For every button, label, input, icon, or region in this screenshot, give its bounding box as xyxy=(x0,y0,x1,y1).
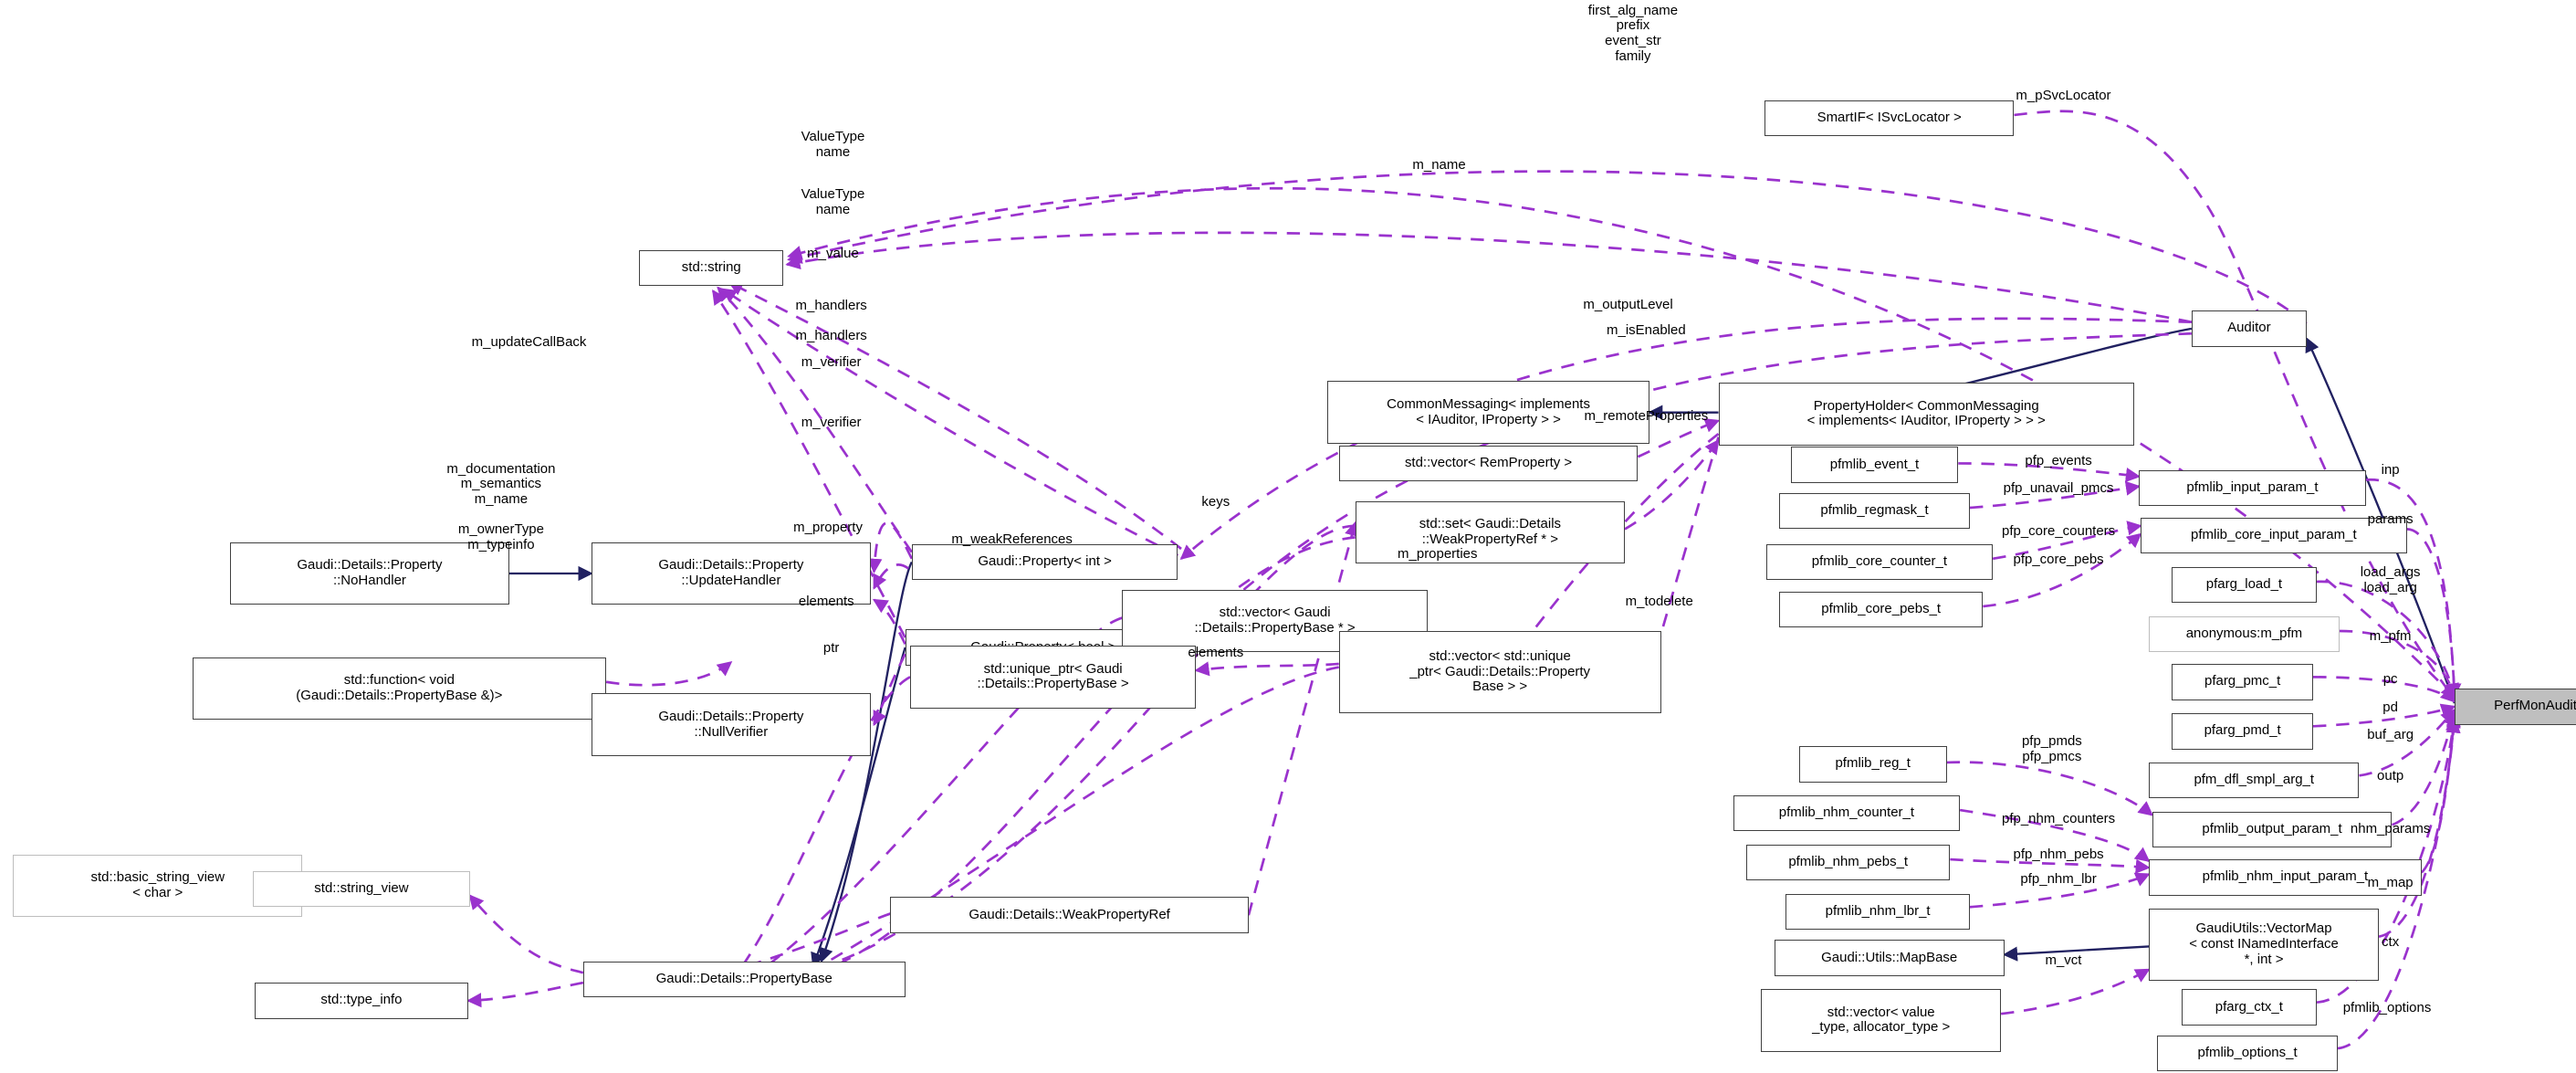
edge-label-valuetype-name-2: ValueType name xyxy=(801,186,865,217)
node-string-view[interactable]: std::string_view xyxy=(253,870,470,908)
node-mapbase[interactable]: Gaudi::Utils::MapBase xyxy=(1774,940,2005,976)
node-pfmlib-options-t[interactable]: pfmlib_options_t xyxy=(2157,1035,2339,1072)
edge-label-m-vct: m_vct xyxy=(2045,952,2082,968)
edge-label-buf-arg: buf_arg xyxy=(2367,727,2414,743)
node-pfmlib-nhm-counter-t[interactable]: pfmlib_nhm_counter_t xyxy=(1733,794,1961,832)
edge-label-m-isEnabled: m_isEnabled xyxy=(1607,322,1686,339)
node-auditor[interactable]: Auditor xyxy=(2191,310,2307,347)
node-commonmessaging[interactable]: CommonMessaging< implements < IAuditor, … xyxy=(1327,381,1649,444)
node-updatehandler[interactable]: Gaudi::Details::Property ::UpdateHandler xyxy=(591,542,871,605)
node-vector-remproperty[interactable]: std::vector< RemProperty > xyxy=(1338,445,1639,482)
edge-label-ptr: ptr xyxy=(822,639,840,656)
edge-label-pd: pd xyxy=(2382,699,2398,715)
edge-label-m-name: m_name xyxy=(1412,156,1466,173)
node-pfmlib-nhm-pebs-t[interactable]: pfmlib_nhm_pebs_t xyxy=(1746,844,1951,881)
edge-label-pfp-core-pebs: pfp_core_pebs xyxy=(2013,551,2104,567)
edge-label-pfp-nhm-lbr: pfp_nhm_lbr xyxy=(2020,871,2097,888)
edge-label-pfmlib-options: pfmlib_options xyxy=(2342,999,2432,1015)
node-perfmonauditor[interactable]: PerfMonAuditor xyxy=(2454,688,2576,725)
node-vector-unique-ptr[interactable]: std::vector< std::unique _ptr< Gaudi::De… xyxy=(1338,630,1661,713)
node-pfmlib-regmask-t[interactable]: pfmlib_regmask_t xyxy=(1779,492,1970,530)
edge-label-m-handlers-2: m_handlers xyxy=(795,327,867,343)
edge-label-m-updateCallBack: m_updateCallBack xyxy=(471,334,587,351)
node-pfmlib-nhm-lbr-t[interactable]: pfmlib_nhm_lbr_t xyxy=(1785,893,1970,931)
edge-label-m-verifier-2: m_verifier xyxy=(801,415,862,431)
edge-label-pc: pc xyxy=(2382,670,2398,687)
edge-label-inp: inp xyxy=(2381,462,2400,479)
node-unique-ptr-propertybase[interactable]: std::unique_ptr< Gaudi ::Details::Proper… xyxy=(910,646,1197,709)
node-set-weakpropertyref[interactable]: std::set< Gaudi::Details ::WeakPropertyR… xyxy=(1355,500,1625,564)
node-pfmlib-core-pebs-t[interactable]: pfmlib_core_pebs_t xyxy=(1779,591,1984,628)
edge-label-m-pSvcLocator: m_pSvcLocator xyxy=(2016,88,2111,104)
node-pfarg-ctx-t[interactable]: pfarg_ctx_t xyxy=(2182,989,2317,1026)
edge-label-pfp-pmds: pfp_pmds pfp_pmcs xyxy=(2021,733,2082,765)
node-pfmlib-reg-t[interactable]: pfmlib_reg_t xyxy=(1798,745,1947,783)
node-pfarg-pmc-t[interactable]: pfarg_pmc_t xyxy=(2172,663,2314,700)
node-property-int[interactable]: Gaudi::Property< int > xyxy=(911,543,1178,581)
edge-label-m-outputLevel: m_outputLevel xyxy=(1583,296,1673,312)
edge-label-ctx: ctx xyxy=(2382,933,2400,950)
node-pfmlib-core-counter-t[interactable]: pfmlib_core_counter_t xyxy=(1765,543,1994,581)
edge-label-m-verifier-1: m_verifier xyxy=(801,353,862,370)
node-pfmlib-event-t[interactable]: pfmlib_event_t xyxy=(1790,447,1959,483)
edge-label-pfp-nhm-counters: pfp_nhm_counters xyxy=(2002,810,2116,826)
node-vector-value-type[interactable]: std::vector< value _type, allocator_type… xyxy=(1761,989,2002,1052)
node-pfmlib-nhm-input-param-t[interactable]: pfmlib_nhm_input_param_t xyxy=(2149,859,2422,896)
node-nohandler[interactable]: Gaudi::Details::Property ::NoHandler xyxy=(229,542,509,605)
node-propertyholder[interactable]: PropertyHolder< CommonMessaging < implem… xyxy=(1718,383,2134,446)
node-pfarg-pmd-t[interactable]: pfarg_pmd_t xyxy=(2172,712,2314,750)
edge-label-first-alg-name: first_alg_name prefix event_str family xyxy=(1587,2,1679,64)
node-weakpropertyref[interactable]: Gaudi::Details::WeakPropertyRef xyxy=(890,897,1249,934)
edge-label-pfp-unavail-pmcs: pfp_unavail_pmcs xyxy=(2003,480,2114,497)
edge-label-m-pfm: m_pfm xyxy=(2369,628,2412,645)
edge-label-outp: outp xyxy=(2377,768,2404,784)
node-propertybase[interactable]: Gaudi::Details::PropertyBase xyxy=(582,961,906,998)
edge-label-valuetype-name-1: ValueType name xyxy=(801,129,865,160)
node-std-function[interactable]: std::function< void (Gaudi::Details::Pro… xyxy=(192,657,607,721)
edge-label-m-property: m_property xyxy=(793,520,863,536)
node-anonymous-pfm[interactable]: anonymous:m_pfm xyxy=(2149,615,2340,653)
node-vectormap[interactable]: GaudiUtils::VectorMap < const INamedInte… xyxy=(2149,909,2380,982)
node-pfmlib-output-param-t[interactable]: pfmlib_output_param_t xyxy=(2152,811,2393,848)
edge-label-pfp-events: pfp_events xyxy=(2025,452,2092,468)
node-pfarg-load-t[interactable]: pfarg_load_t xyxy=(2172,566,2317,604)
edge-label-load-args: load_args load_arg xyxy=(2360,563,2421,595)
edge-label-pfp-core-counters: pfp_core_counters xyxy=(2002,523,2116,539)
edge-label-m-handlers-1: m_handlers xyxy=(795,298,867,314)
node-stdstring[interactable]: std::string xyxy=(639,249,784,287)
node-pfm-dfl-smpl-arg-t[interactable]: pfm_dfl_smpl_arg_t xyxy=(2149,762,2360,799)
node-type-info[interactable]: std::type_info xyxy=(254,983,468,1019)
edge-label-m-documentation: m_documentation m_semantics m_name xyxy=(446,460,556,508)
edge-label-pfp-nhm-pebs: pfp_nhm_pebs xyxy=(2013,847,2104,863)
node-smartif[interactable]: SmartIF< ISvcLocator > xyxy=(1764,100,2015,137)
node-pfmlib-core-input-param-t[interactable]: pfmlib_core_input_param_t xyxy=(2141,517,2407,554)
edge-label-m-todelete: m_todelete xyxy=(1625,594,1693,610)
edge-label-keys: keys xyxy=(1201,493,1230,510)
node-pfmlib-input-param-t[interactable]: pfmlib_input_param_t xyxy=(2139,469,2366,507)
edge-label-m-value: m_value xyxy=(807,245,859,261)
node-nullverifier[interactable]: Gaudi::Details::Property ::NullVerifier xyxy=(591,693,871,756)
